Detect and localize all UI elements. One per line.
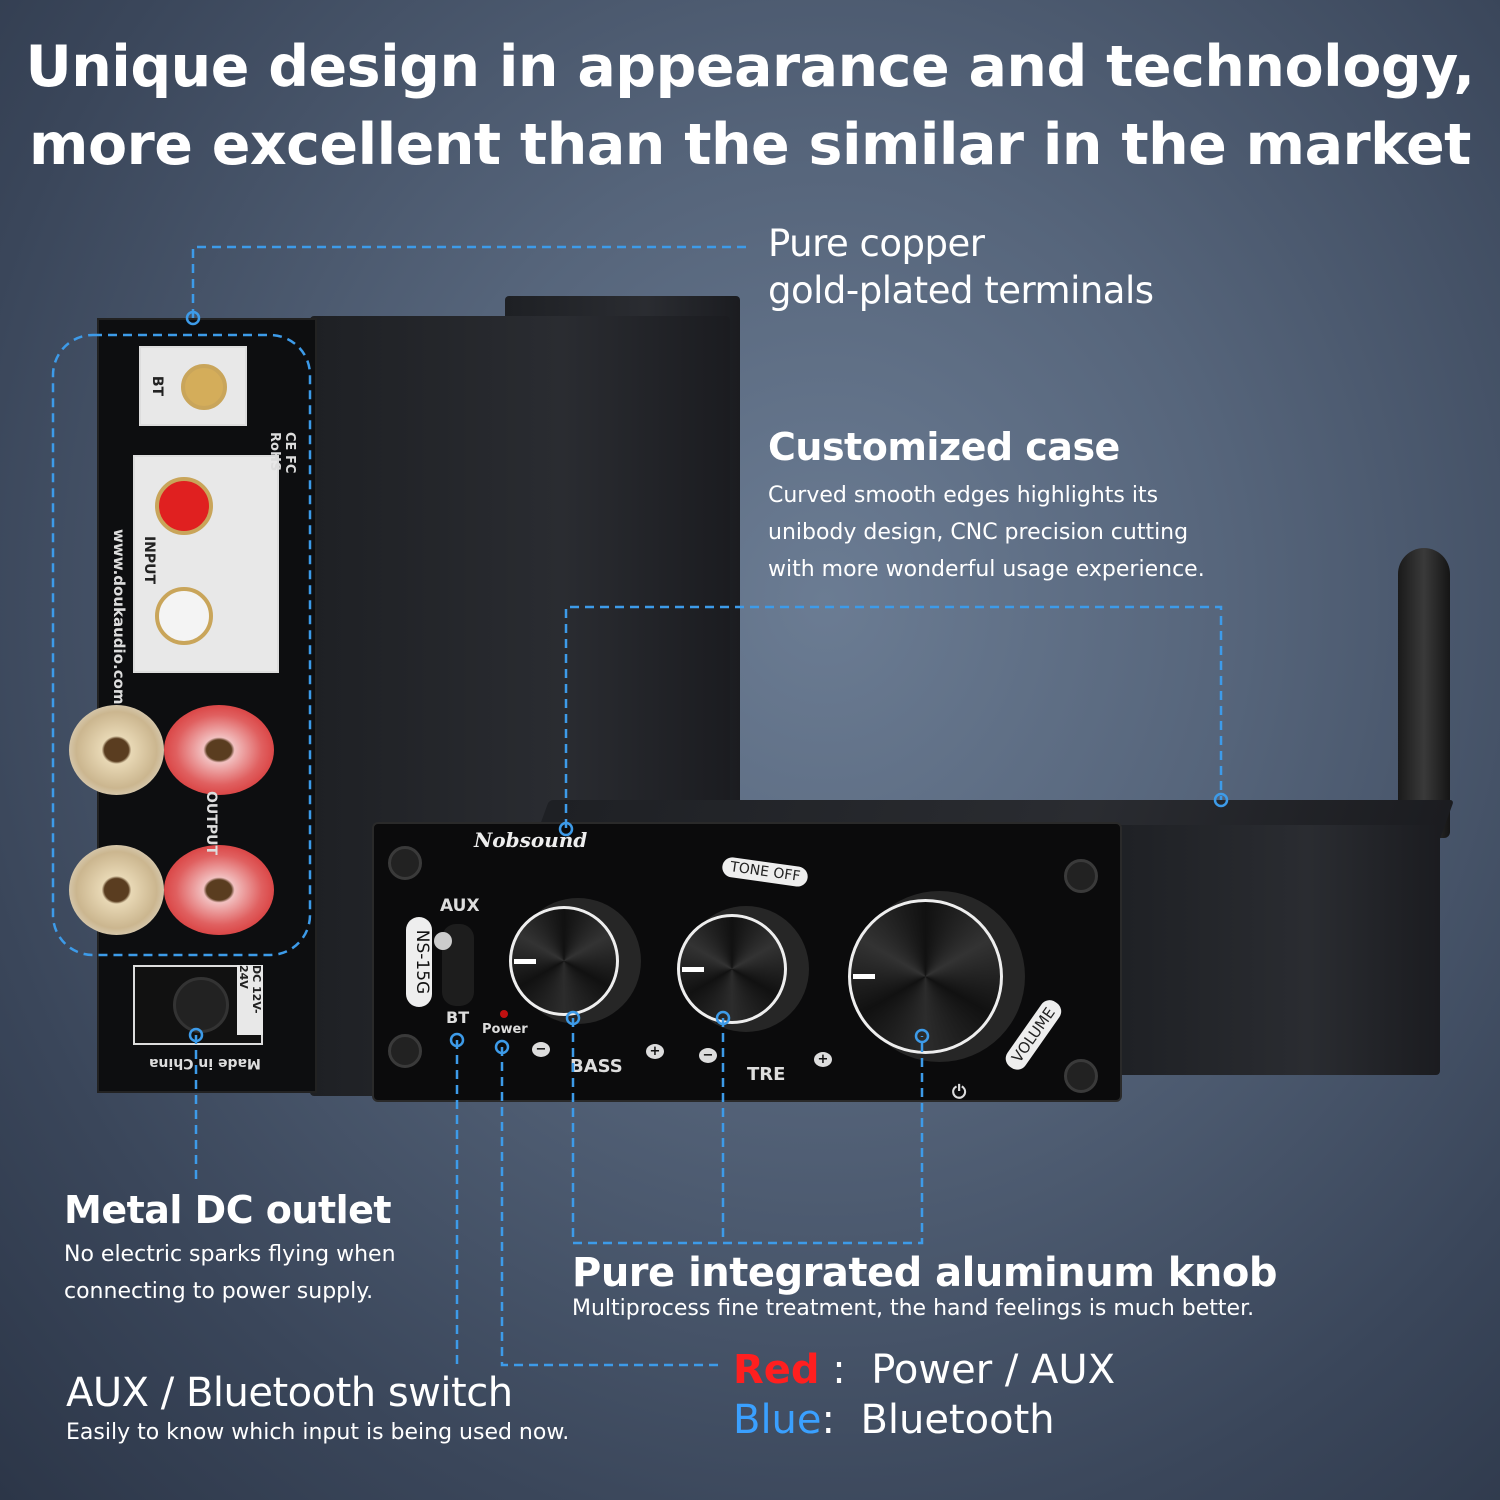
volume-knob[interactable]: [848, 899, 1003, 1054]
knob-heading: Pure integrated aluminum knob: [572, 1250, 1278, 1296]
knob-text: Multiprocess fine treatment, the hand fe…: [572, 1296, 1255, 1321]
speaker-terminal-right-plus: [164, 705, 274, 795]
case-text-2: unibody design, CNC precision cutting: [768, 520, 1189, 545]
knob-feature: Pure integrated aluminum knob Multiproce…: [572, 1250, 1278, 1321]
switch-text: Easily to know which input is being used…: [66, 1420, 570, 1445]
terminals-highlight-box: [51, 333, 312, 957]
case-callout-line: [564, 605, 1223, 828]
switch-heading: AUX / Bluetooth switch: [66, 1370, 513, 1416]
switch-toggle: [434, 932, 452, 950]
led-callout-line: [500, 1047, 724, 1367]
treble-minus-icon: −: [699, 1048, 717, 1063]
legend-red-value: Power / AUX: [871, 1347, 1116, 1393]
aux-label: AUX: [440, 896, 480, 916]
bass-minus-icon: −: [532, 1042, 550, 1057]
treble-plus-icon: +: [814, 1052, 832, 1067]
front-panel: Nobsound NS-15G AUX BT Power TONE OFF − …: [372, 822, 1122, 1103]
bluetooth-antenna: [1398, 548, 1450, 838]
switch-feature: AUX / Bluetooth switch Easily to know wh…: [66, 1370, 569, 1445]
terminals-feature: Pure copper gold-plated terminals: [768, 220, 1154, 314]
screw-icon: [1064, 1059, 1098, 1093]
screw-icon: [1064, 859, 1098, 893]
sma-connector: [181, 364, 227, 410]
bt-label: BT: [446, 1008, 470, 1027]
headline: Unique design in appearance and technolo…: [0, 28, 1500, 184]
treble-knob[interactable]: [677, 914, 787, 1024]
legend-blue-value: Bluetooth: [860, 1397, 1055, 1443]
terminals-line-1: Pure copper: [768, 222, 985, 265]
rca-right-jack: [155, 477, 213, 535]
legend-red-label: Red: [733, 1347, 820, 1393]
legend-sep: :: [821, 1397, 835, 1443]
case-heading: Customized case: [768, 425, 1120, 469]
power-label: Power: [482, 1022, 528, 1037]
terminals-line-2: gold-plated terminals: [768, 269, 1154, 312]
headline-line-2: more excellent than the similar in the m…: [29, 112, 1471, 178]
legend-blue-label: Blue: [733, 1397, 822, 1443]
led-legend: Red : Power / AUX Blue: Bluetooth: [733, 1345, 1115, 1445]
terminals-callout-line: [191, 245, 748, 318]
dc-text-2: connecting to power supply.: [64, 1279, 374, 1304]
bass-knob[interactable]: [509, 906, 619, 1016]
speaker-terminal-left-plus: [164, 845, 274, 935]
knob-callout-line: [571, 1018, 924, 1245]
rear-panel: BT INPUT www.doukaudio.com CE FC RoHS OU…: [69, 318, 317, 1093]
rca-left-jack: [155, 587, 213, 645]
headline-line-1: Unique design in appearance and technolo…: [25, 34, 1475, 100]
dc-text-1: No electric sparks flying when: [64, 1242, 396, 1267]
case-feature: Customized case Curved smooth edges high…: [768, 425, 1205, 588]
case-text-1: Curved smooth edges highlights its: [768, 483, 1159, 508]
treble-label: TRE: [747, 1064, 786, 1085]
speaker-terminal-left-minus: [69, 845, 164, 935]
bass-plus-icon: +: [646, 1044, 664, 1059]
dc-power-jack: DC 12V-24V: [133, 965, 263, 1045]
power-led: [500, 1010, 508, 1018]
case-text-3: with more wonderful usage experience.: [768, 557, 1205, 582]
screw-icon: [388, 846, 422, 880]
input-rca-block: INPUT: [133, 455, 279, 673]
aux-bt-switch[interactable]: [434, 924, 474, 1006]
dc-heading: Metal DC outlet: [64, 1188, 392, 1232]
screw-icon: [388, 1034, 422, 1068]
speaker-terminal-right-minus: [69, 705, 164, 795]
bass-label: BASS: [570, 1056, 623, 1077]
bt-antenna-port: BT: [139, 346, 247, 426]
brand-logo: Nobsound: [474, 828, 588, 852]
dc-feature: Metal DC outlet No electric sparks flyin…: [64, 1188, 396, 1310]
front-case-side: [1110, 825, 1440, 1075]
power-symbol-icon: ⏻: [952, 1082, 967, 1103]
legend-sep: :: [832, 1347, 846, 1393]
